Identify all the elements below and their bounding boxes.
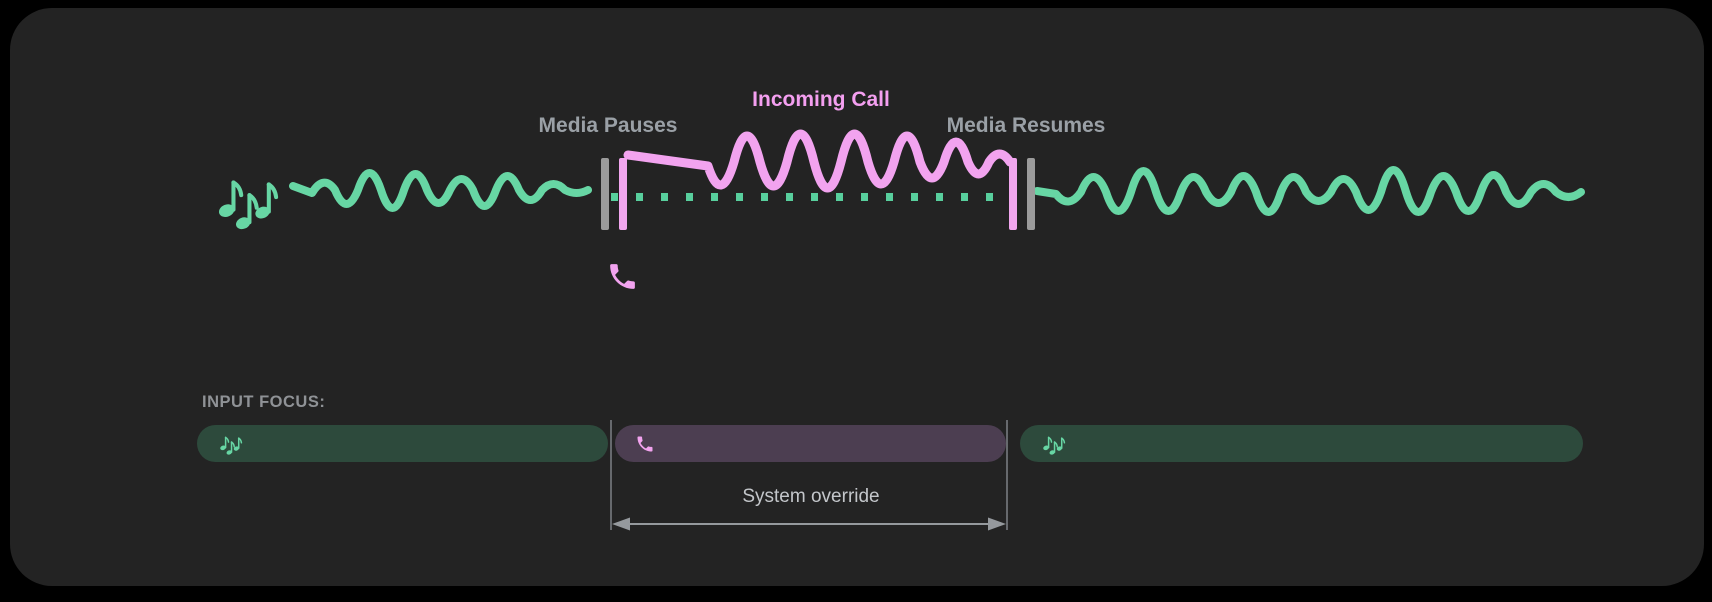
media-resumes-label: Media Resumes — [946, 114, 1106, 137]
resume-marker-gray-bar — [1027, 158, 1035, 230]
focus-segment-call — [615, 425, 1006, 462]
audio-focus-diagram-card: Media Pauses Incoming Call Media Resumes — [10, 8, 1704, 586]
arrowhead-right — [988, 517, 1006, 531]
phone-handset-icon — [635, 434, 655, 454]
pause-marker-gray-bar — [601, 158, 609, 230]
focus-segment-media-1 — [197, 425, 608, 462]
focus-segment-media-2 — [1020, 425, 1583, 462]
call-waveform — [623, 129, 1015, 193]
override-boundary-line-right — [1006, 420, 1008, 530]
override-boundary-line-left — [610, 420, 612, 530]
pause-marker-pink-bar — [619, 158, 627, 230]
system-override-arrow — [612, 517, 1006, 531]
media-waveform-right — [1033, 166, 1585, 216]
waveform-timeline — [10, 129, 1585, 289]
resume-marker-pink-bar — [1009, 158, 1017, 230]
arrowhead-left — [612, 517, 630, 531]
incoming-call-label: Incoming Call — [752, 88, 890, 111]
music-notes-icon — [1041, 432, 1067, 455]
media-pauses-label: Media Pauses — [538, 114, 678, 137]
music-notes-icon — [218, 432, 244, 455]
music-notes-icon — [217, 183, 276, 232]
input-focus-heading: INPUT FOCUS: — [202, 393, 326, 411]
phone-handset-icon — [610, 264, 635, 289]
system-override-label: System override — [742, 486, 880, 507]
media-waveform-left — [289, 169, 592, 212]
